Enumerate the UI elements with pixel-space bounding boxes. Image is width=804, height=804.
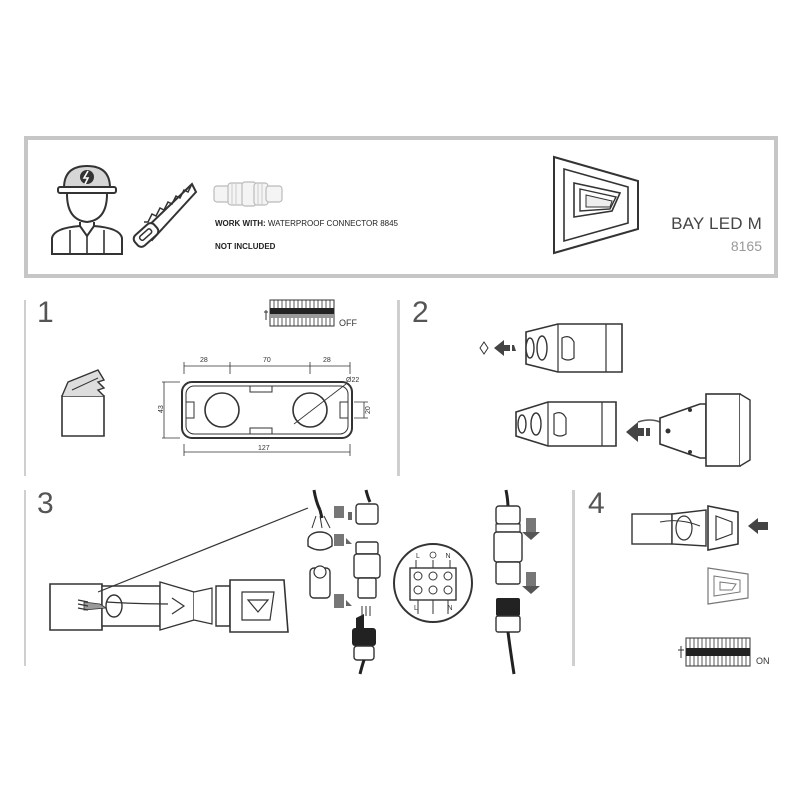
step-number-2: 2 [412,296,429,329]
dim-height: 43 [158,405,165,413]
housing-cable-drawing [515,393,751,467]
step-number-3: 3 [37,487,54,520]
dip-switch-off [264,299,335,327]
switch-off-label: OFF [339,318,357,328]
dip-switch-on [678,637,751,667]
terminal-bottom-left-label: L [414,605,418,612]
step-number-1: 1 [37,296,54,329]
lamp-installed-drawing [707,567,749,605]
housing-removal-drawing [479,323,623,373]
separator-step2 [397,300,400,476]
dim-top-center: 70 [263,357,271,364]
dim-top-right: 28 [323,357,331,364]
cutout-template: 28 70 28 Ø22 43 20 127 [158,357,372,456]
product-lamp-drawing [553,155,639,255]
terminal-bottom-right-label: N [447,605,452,612]
header-panel [24,136,778,278]
step-number-4: 4 [588,487,605,520]
dim-hole-diameter: Ø22 [346,377,359,384]
dim-width: 127 [258,445,270,452]
separator-step4 [572,490,575,666]
lamp-insertion-drawing [631,505,768,551]
dim-top-left: 28 [200,357,208,364]
work-with-text: WORK WITH: WATERPROOF CONNECTOR 8845 [215,219,398,228]
ground-icon [429,551,437,559]
terminal-top-left-label: L [416,553,420,560]
electrician-icon [51,164,123,255]
cable-connector-exploded [307,489,381,675]
separator-step3 [24,490,26,666]
switch-on-label: ON [756,656,770,666]
separator-step1 [24,300,26,476]
terminal-block-detail: L N L N [393,543,473,623]
terminal-top-right-label: N [445,553,450,560]
saw-icon [132,182,198,248]
cut-wall-icon [61,369,106,437]
dim-right-height: 20 [365,406,372,414]
waterproof-connector-icon [213,181,283,207]
connector-name: WATERPROOF CONNECTOR 8845 [267,219,398,228]
housing-with-cable-drawing [49,579,289,633]
product-code: 8165 [730,238,762,254]
not-included-text: NOT INCLUDED [215,242,276,251]
cable-connector-assembled [493,489,540,675]
product-name: BAY LED M [671,214,762,233]
